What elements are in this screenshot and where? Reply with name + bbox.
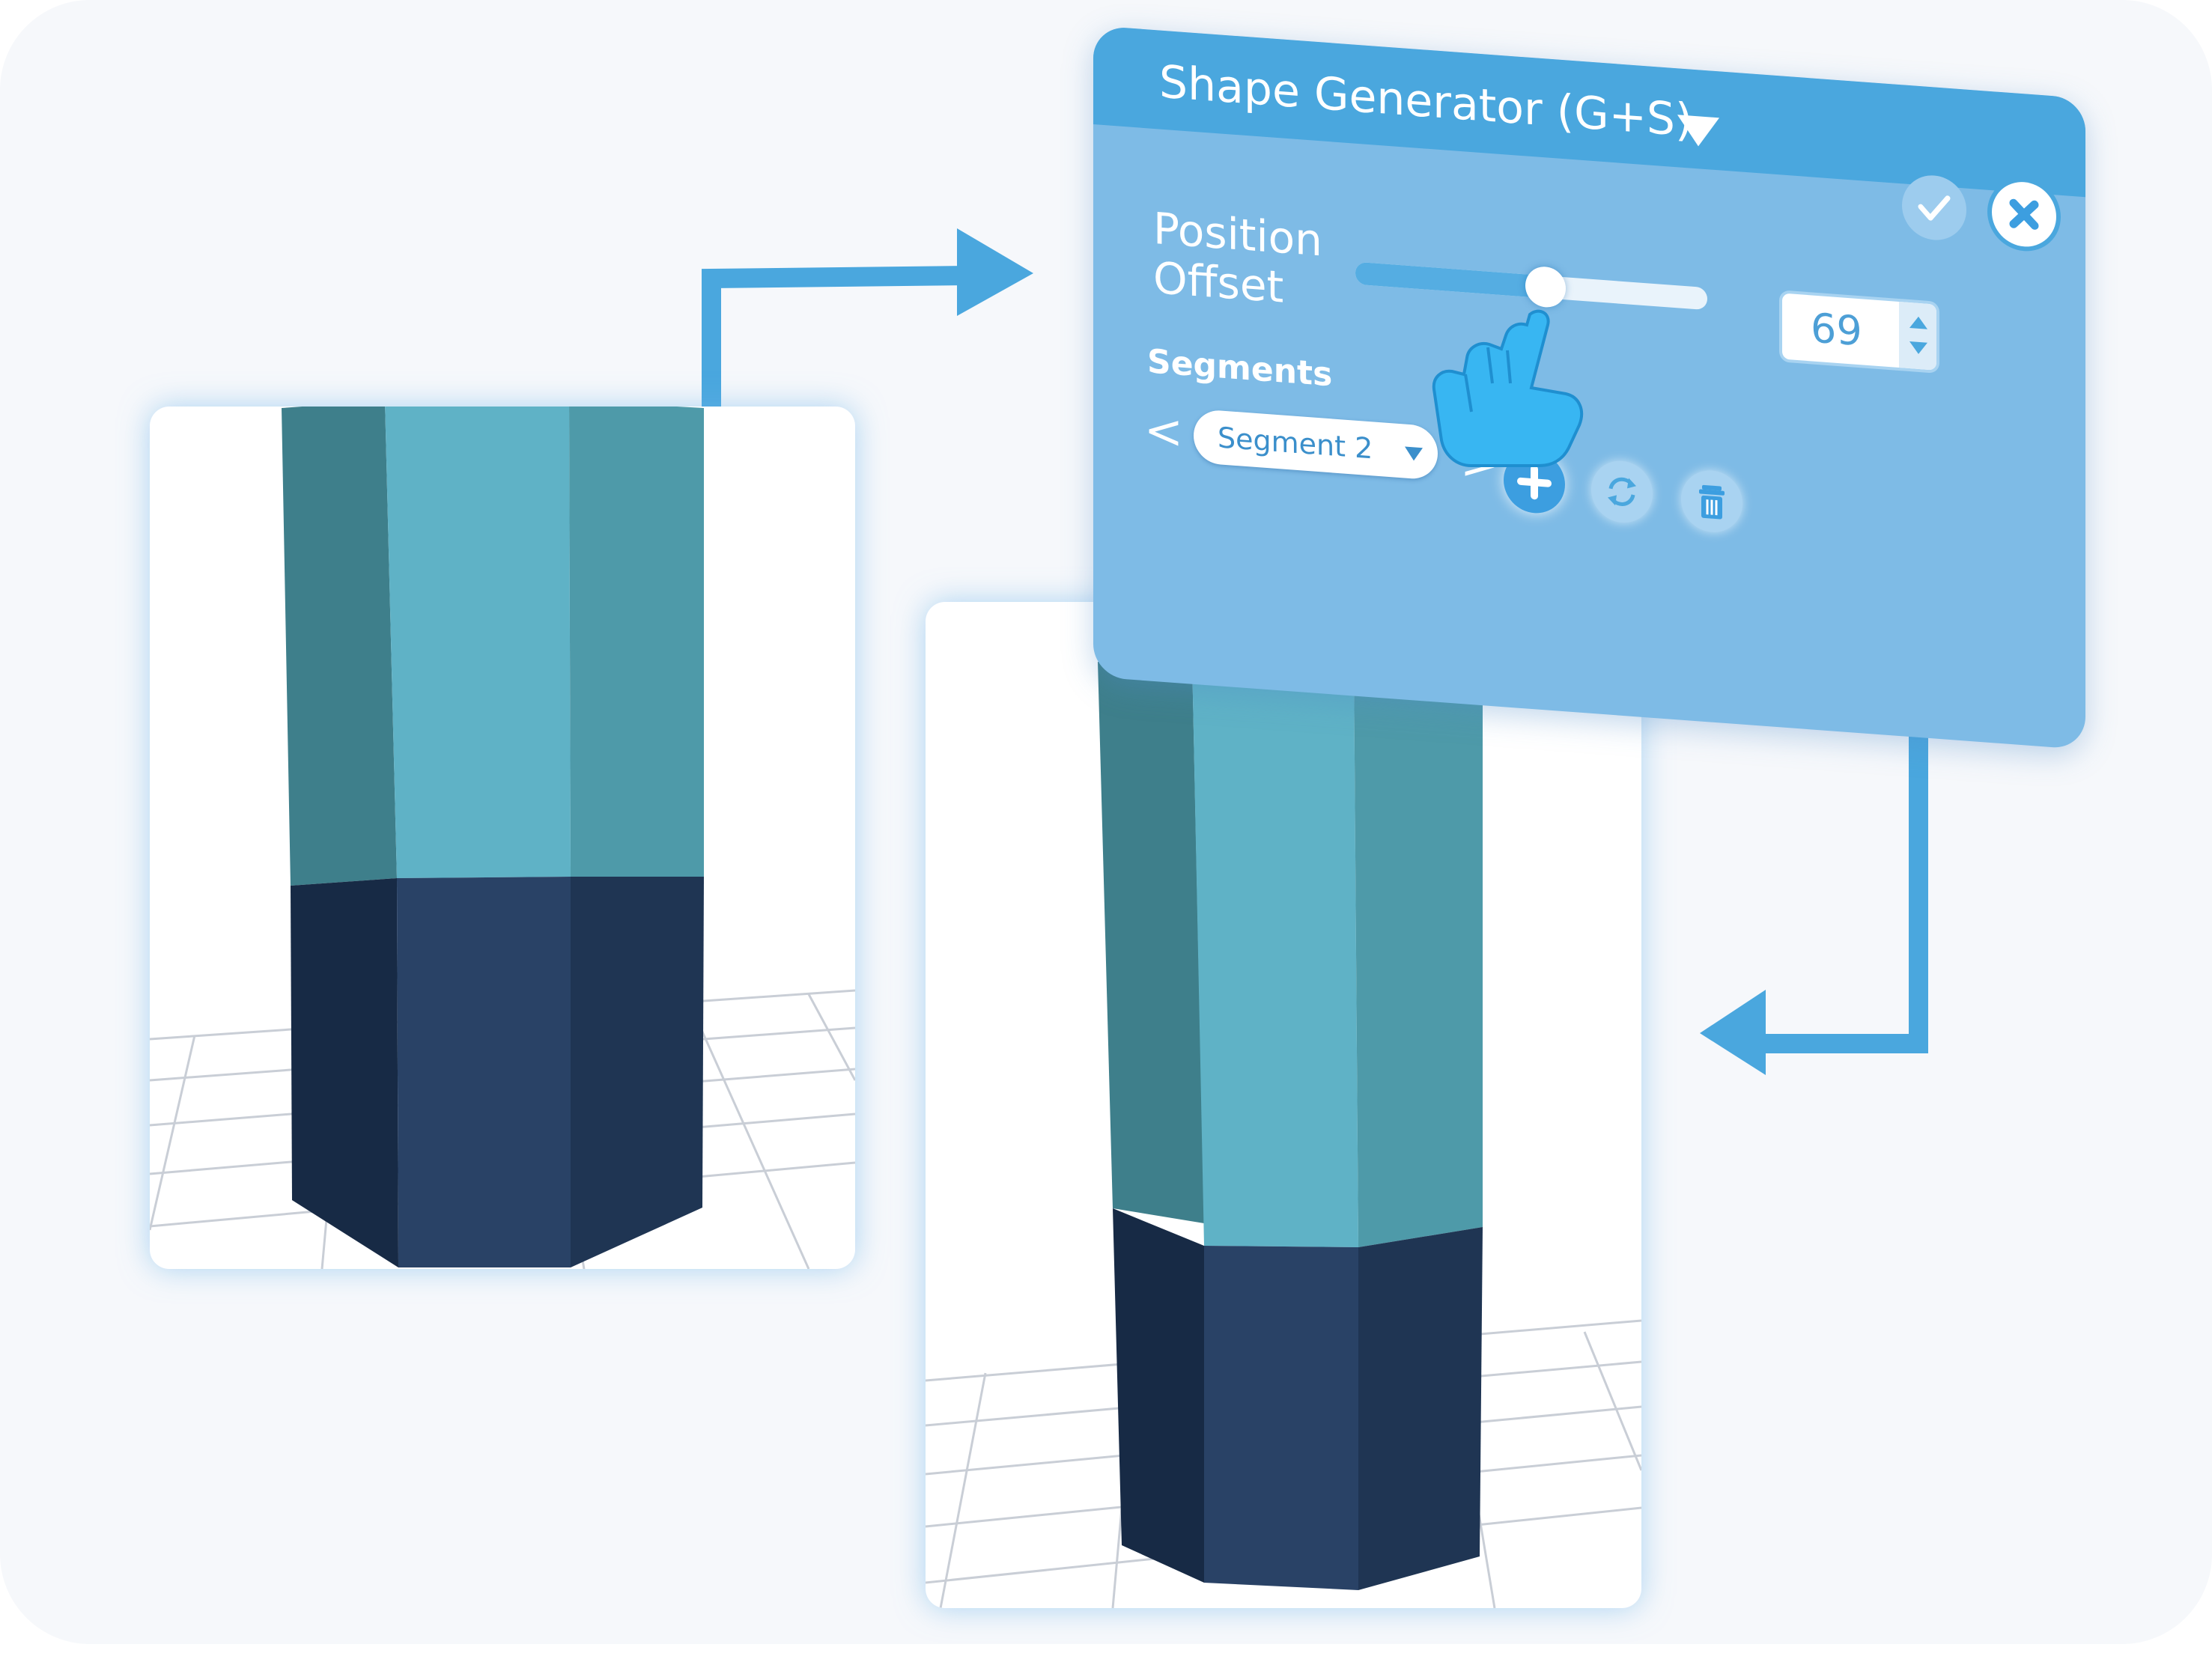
segment-select-value: Segment 2	[1218, 421, 1373, 466]
offset-value[interactable]: 69	[1811, 304, 1862, 356]
prism-bottom-front-face	[1204, 1246, 1358, 1590]
pointing-hand-icon	[1432, 309, 1584, 467]
prism-top-front-face	[385, 407, 571, 878]
offset-value-stepper[interactable]: 69	[1782, 293, 1936, 371]
close-button[interactable]	[1992, 180, 2056, 249]
confirm-button[interactable]	[1902, 173, 1966, 243]
prism-top-right-face	[569, 407, 704, 877]
prism-bottom-left-face	[1113, 1208, 1204, 1583]
prism-bottom-left-face	[291, 878, 398, 1267]
arrow-to-result	[1700, 668, 1928, 1075]
prism-after-render	[926, 660, 1641, 1608]
stepper-arrows	[1899, 302, 1936, 371]
plus-icon	[1517, 465, 1552, 500]
decrement-arrow-icon[interactable]	[1909, 341, 1927, 355]
preview-after	[926, 602, 1641, 1608]
arrow-to-panel	[702, 228, 1033, 408]
increment-arrow-icon[interactable]	[1909, 316, 1927, 329]
previous-segment-button[interactable]: <	[1144, 401, 1183, 460]
offset-slider-fill	[1355, 261, 1546, 299]
preview-before	[150, 407, 855, 1269]
title-dropdown-caret-icon[interactable]	[1677, 115, 1719, 148]
prism-top-right-face	[1354, 660, 1483, 1247]
close-x-icon	[2009, 198, 2039, 230]
prism-top-front-face	[1192, 660, 1358, 1247]
shape-generator-panel: Shape Generator (G+S) Position Offset 69…	[1093, 25, 2085, 750]
check-icon	[1918, 195, 1951, 221]
delete-segment-button[interactable]	[1681, 468, 1742, 535]
prism-top-left-face	[282, 407, 397, 886]
reset-segment-button[interactable]	[1591, 458, 1653, 525]
panel-title: Shape Generator (G+S)	[1159, 55, 1693, 147]
prism-bottom-right-face	[1358, 1227, 1483, 1590]
prism-before-render	[150, 407, 855, 1269]
prism-bottom-front-face	[397, 877, 571, 1267]
prism-top-left-face	[1098, 660, 1204, 1223]
segment-select[interactable]: Segment 2	[1194, 408, 1438, 481]
offset-label: Offset	[1153, 252, 1284, 313]
segments-label: Segments	[1147, 342, 1333, 395]
add-segment-button[interactable]	[1504, 449, 1565, 516]
refresh-icon	[1608, 477, 1636, 506]
prism-bottom-right-face	[571, 877, 704, 1267]
trash-icon	[1699, 484, 1725, 520]
